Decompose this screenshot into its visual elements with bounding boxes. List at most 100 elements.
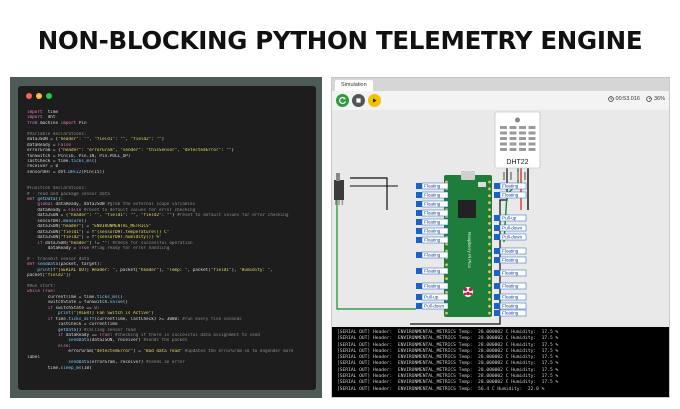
- pin-label[interactable]: Floating: [416, 191, 449, 199]
- pin-pad[interactable]: [445, 249, 448, 253]
- pin-indicator-icon: [416, 283, 422, 289]
- pin-label[interactable]: Floating: [416, 182, 449, 190]
- grille-slot: [528, 142, 536, 146]
- pin-pad[interactable]: [488, 242, 491, 246]
- pin-label-text: Floating: [424, 253, 441, 258]
- pin-pad[interactable]: [445, 291, 448, 294]
- pin-label[interactable]: Floating: [416, 236, 449, 244]
- pin-pad[interactable]: [445, 180, 448, 184]
- pin-pad[interactable]: [488, 291, 491, 294]
- pin-label[interactable]: Pull-down: [494, 224, 527, 232]
- switch-wire[interactable]: [336, 173, 416, 310]
- pin-pad[interactable]: [488, 208, 491, 211]
- code-token: [27, 306, 48, 311]
- pin-pad[interactable]: [488, 304, 491, 308]
- code-token: if: [37, 240, 43, 246]
- pin-label-box: [421, 302, 449, 310]
- code-token: ,: [177, 148, 183, 154]
- pin-pad[interactable]: [488, 235, 491, 239]
- board-label: Raspberry Pi Pico: [467, 232, 472, 269]
- pin-label[interactable]: Pull-up: [494, 214, 527, 222]
- serial-monitor[interactable]: [SERIAL OUT] Header: ENVIRONMENTAL_METRI…: [332, 327, 669, 397]
- pin-label-box: [499, 309, 527, 317]
- code-token: dataJSON[: [27, 235, 61, 241]
- pin-label[interactable]: Floating: [494, 282, 527, 290]
- code-token: switchState = funSwitch.: [27, 300, 110, 306]
- pin-label[interactable]: Floating: [494, 293, 527, 301]
- pin-label[interactable]: Floating: [416, 267, 449, 275]
- tab-simulation[interactable]: Simulation: [335, 80, 373, 91]
- pin-label[interactable]: Floating: [494, 247, 527, 255]
- pin-labels-right: FloatingFloatingPull-upPull-downPull-dow…: [494, 182, 527, 317]
- pin-pad[interactable]: [488, 297, 491, 301]
- pin-pad[interactable]: [488, 215, 491, 218]
- restart-button[interactable]: [336, 94, 349, 107]
- code-token: time.: [52, 316, 69, 322]
- pin-pad[interactable]: [488, 263, 491, 267]
- signal-wire[interactable]: [410, 168, 508, 325]
- pin-label[interactable]: Floating: [416, 227, 449, 235]
- stop-button[interactable]: [352, 94, 365, 107]
- pin-label[interactable]: Pull-down: [494, 233, 527, 241]
- grille-slot: [500, 131, 507, 135]
- pin-pad[interactable]: [445, 263, 448, 267]
- code-token: machine: [37, 120, 61, 126]
- pin-pad[interactable]: [445, 311, 448, 315]
- pin-label[interactable]: Floating: [416, 218, 449, 226]
- dht22-sensor[interactable]: DHT22: [494, 111, 541, 180]
- pin-label-text: Pull-up: [424, 295, 439, 300]
- pause-button[interactable]: [368, 94, 381, 107]
- pin-pad[interactable]: [488, 249, 491, 253]
- pico-board[interactable]: Raspberry Pi Pico: [444, 171, 492, 317]
- pin-pad[interactable]: [488, 256, 491, 260]
- circuit-diagram[interactable]: DHT22 Raspberry Pi Pico FloatingFloating…: [332, 110, 669, 327]
- pin-label[interactable]: Floating: [416, 282, 449, 290]
- code-token: ] = f: [81, 229, 95, 235]
- pin-pad[interactable]: [445, 277, 448, 280]
- pin-pad[interactable]: [488, 201, 491, 205]
- code-token: #Variable declarations:: [27, 131, 87, 137]
- code-token: while: [27, 289, 40, 295]
- pin-pad[interactable]: [488, 228, 491, 232]
- code-token: dataReady, dataJSON: [52, 202, 108, 208]
- minimize-dot-icon[interactable]: [36, 93, 42, 99]
- pin-label[interactable]: Pull-down: [416, 302, 449, 310]
- pin-pad[interactable]: [488, 187, 491, 191]
- pin-indicator-icon: [494, 225, 500, 231]
- pin-pad[interactable]: [488, 180, 491, 184]
- code-token: [27, 360, 68, 365]
- pin-label[interactable]: Floating: [494, 309, 527, 317]
- pin-label[interactable]: Floating: [416, 251, 449, 259]
- switch-ground-wire[interactable]: [350, 177, 388, 210]
- bootsel-button[interactable]: [478, 182, 486, 187]
- pin-label[interactable]: Floating: [416, 209, 449, 217]
- pin-label[interactable]: Floating: [494, 302, 527, 310]
- pin-pad[interactable]: [488, 194, 491, 198]
- pin-label[interactable]: Floating: [494, 256, 527, 264]
- pin-label[interactable]: Floating: [494, 269, 527, 277]
- pin-pad[interactable]: [488, 222, 491, 225]
- grille-slot: [519, 142, 526, 146]
- code-token: True: [99, 332, 110, 338]
- maximize-dot-icon[interactable]: [46, 93, 52, 99]
- code-token: print: [58, 311, 71, 317]
- pin-pad[interactable]: [488, 277, 491, 280]
- pin-label[interactable]: Floating: [494, 182, 527, 190]
- pin-label[interactable]: Floating: [416, 200, 449, 208]
- code-token: True: [78, 245, 90, 251]
- pin-pad[interactable]: [488, 284, 491, 287]
- slide-switch[interactable]: [334, 173, 344, 205]
- close-dot-icon[interactable]: [26, 93, 32, 99]
- pin-pad[interactable]: [488, 311, 491, 315]
- window-controls: [26, 93, 52, 99]
- pin-label[interactable]: Pull-up: [416, 293, 449, 301]
- pin-label-text: Floating: [502, 258, 519, 263]
- code-token: "header": [58, 137, 79, 143]
- pin-label[interactable]: Floating: [494, 191, 527, 199]
- code-token: "header": [60, 148, 82, 154]
- code-token: sendData: [68, 338, 90, 344]
- pin-pad[interactable]: [488, 270, 491, 274]
- pin-pad[interactable]: [445, 242, 448, 246]
